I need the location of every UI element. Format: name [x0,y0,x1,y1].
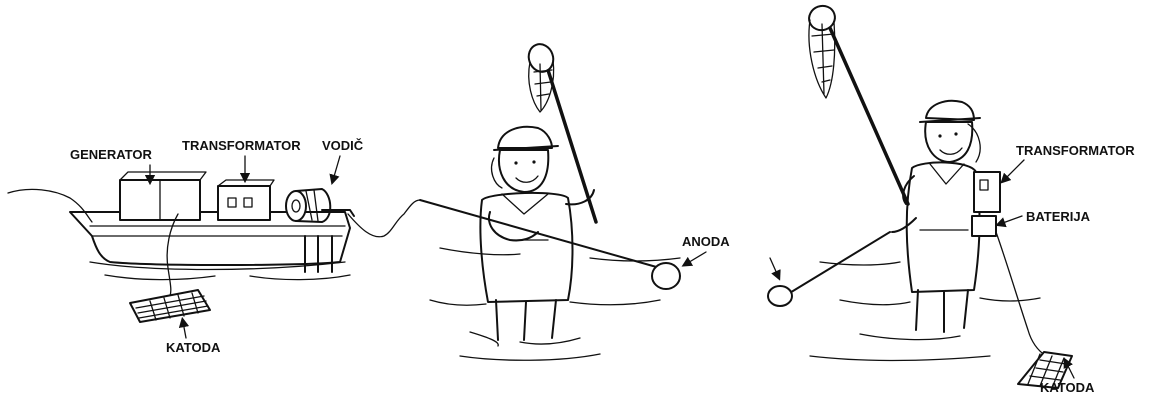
left-scene: GENERATOR TRANSFORMATOR VODIČ KATODA [8,41,680,361]
riverbank [8,189,92,222]
right-scene: TRANSFORMATOR BATERIJA KATODA [768,2,1135,395]
cable-reel [286,189,354,222]
fisher-right [806,2,1046,360]
label-katoda-right: KATODA [1040,380,1095,395]
label-generator: GENERATOR [70,147,152,162]
label-transformator-right: TRANSFORMATOR [1016,143,1135,158]
cathode-mesh-left [130,290,210,322]
anode-cable-left [348,200,420,237]
label-baterija: BATERIJA [1026,209,1091,224]
boat-hull [70,212,350,265]
generator-device [120,172,206,220]
fisher-left [420,41,680,361]
label-katoda-left: KATODA [166,340,221,355]
transformer-device [218,180,274,220]
label-transformator-left: TRANSFORMATOR [182,138,301,153]
label-vodic: VODIČ [322,138,364,153]
label-anoda: ANODA [682,234,730,249]
